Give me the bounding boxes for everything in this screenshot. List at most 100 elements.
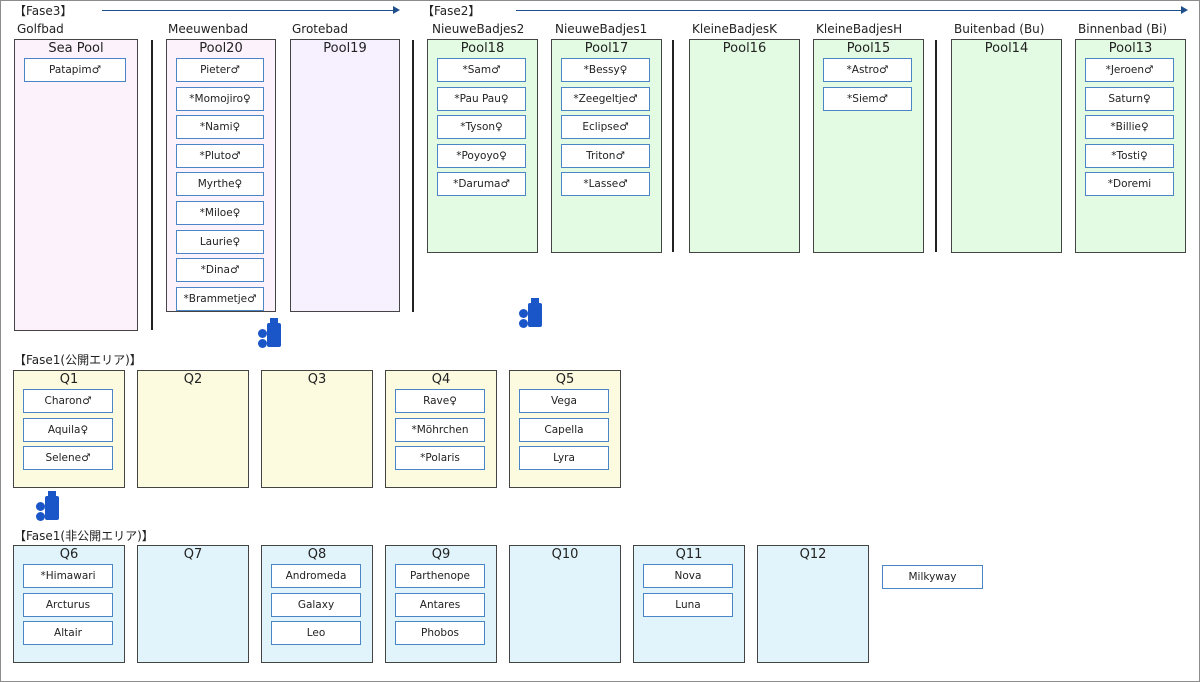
animal-card[interactable]: Charon♂ [23,389,113,413]
animal-card[interactable]: *Tosti♀ [1085,143,1174,168]
animal-card[interactable]: Selene♂ [23,446,113,471]
animal-card[interactable]: *Zeegeltje♂ [561,86,650,111]
group-divider [672,40,674,252]
phase-3-arrowhead [393,6,400,14]
animal-card[interactable]: *Poyoyo♀ [437,143,526,168]
animal-card[interactable]: *Pau Pau♀ [437,86,526,111]
group-divider [935,40,937,252]
animal-card[interactable]: Patapim♂ [24,58,126,82]
animal-card[interactable]: Laurie♀ [176,229,264,254]
pool-16[interactable]: Pool16 [689,39,800,253]
animal-card[interactable]: *Jeroen♂ [1085,58,1174,82]
animal-card[interactable]: Leo [271,621,361,646]
phase-2-arrowhead [1181,6,1188,14]
animal-card[interactable]: *Lasse♂ [561,172,650,197]
animal-card[interactable]: Andromeda [271,564,361,588]
group-label-kleinebadjesh: KleineBadjesH [816,22,903,36]
camera-icon [257,317,285,351]
pool-title: Pool14 [984,41,1029,56]
animal-card[interactable]: *Billie♀ [1085,115,1174,140]
group-label-golfbad: Golfbad [17,22,64,36]
animal-card[interactable]: Altair [23,621,113,646]
animal-card[interactable]: *Siem♂ [823,86,912,111]
animal-card[interactable]: Galaxy [271,592,361,617]
animal-card[interactable]: *Polaris [395,446,485,471]
group-label-buitenbad: Buitenbad (Bu) [954,22,1045,36]
pool-18[interactable]: Pool18*Sam♂*Pau Pau♀*Tyson♀*Poyoyo♀*Daru… [427,39,538,253]
animal-card[interactable]: *Brammetje♂ [176,286,264,311]
animal-card[interactable]: Triton♂ [561,143,650,168]
pool-19[interactable]: Pool19 [290,39,400,312]
animal-card[interactable]: *Astro♂ [823,58,912,82]
pool-q10[interactable]: Q10 [509,545,621,663]
animal-card[interactable]: *Momojiro♀ [176,86,264,111]
animal-card[interactable]: Phobos [395,621,485,646]
pool-q3[interactable]: Q3 [261,370,373,488]
animal-card[interactable]: Saturn♀ [1085,86,1174,111]
pool-title: Sea Pool [48,41,104,56]
phase-2-label: 【Fase2】 [422,4,481,18]
animal-card[interactable]: *Doremi [1085,172,1174,197]
pool-title: Q8 [307,547,327,562]
animal-card[interactable]: Pieter♂ [176,58,264,82]
camera-icon [518,297,546,331]
animal-card[interactable]: *Pluto♂ [176,143,264,168]
animal-card[interactable]: *Daruma♂ [437,172,526,197]
animal-card[interactable]: Luna [643,592,733,617]
animal-card[interactable]: *Sam♂ [437,58,526,82]
group-label-nieuwebadjes1: NieuweBadjes1 [555,22,648,36]
pool-17[interactable]: Pool17*Bessy♀*Zeegeltje♂Eclipse♂Triton♂*… [551,39,662,253]
animal-card[interactable]: Parthenope [395,564,485,588]
animal-card[interactable]: Lyra [519,446,609,471]
animal-card[interactable]: Eclipse♂ [561,115,650,140]
group-label-binnenbad: Binnenbad (Bi) [1078,22,1168,36]
group-label-kleinebadjesk: KleineBadjesK [692,22,777,36]
pool-title: Q7 [183,547,203,562]
pool-title: Pool20 [199,41,243,56]
animal-card[interactable]: *Miloe♀ [176,201,264,225]
group-divider [151,40,153,330]
animal-card[interactable]: Rave♀ [395,389,485,413]
pool-15[interactable]: Pool15*Astro♂*Siem♂ [813,39,924,253]
phase-2-arrow [516,10,1182,11]
pool-q7[interactable]: Q7 [137,545,249,663]
animal-card[interactable]: *Dina♂ [176,258,264,283]
pool-title: Q12 [799,547,827,562]
animal-card[interactable]: Antares [395,592,485,617]
pool-14[interactable]: Pool14 [951,39,1062,253]
animal-card[interactable]: Arcturus [23,592,113,617]
animal-card[interactable]: *Bessy♀ [561,58,650,82]
pool-title: Q1 [59,372,79,387]
pool-title: Q2 [183,372,203,387]
animal-card[interactable]: Nova [643,564,733,588]
animal-card[interactable]: *Möhrchen [395,417,485,442]
animal-card-milkyway[interactable]: Milkyway [882,565,983,589]
animal-card[interactable]: Aquila♀ [23,417,113,442]
pool-title: Q4 [431,372,451,387]
pool-13[interactable]: Pool13*Jeroen♂Saturn♀*Billie♀*Tosti♀*Dor… [1075,39,1186,253]
phase-3-label: 【Fase3】 [14,4,73,18]
pool-title: Q6 [59,547,79,562]
phase-1-public-label: 【Fase1(公開エリア)】 [14,353,142,367]
animal-card[interactable]: Vega [519,389,609,413]
animal-card[interactable]: *Nami♀ [176,115,264,140]
animal-card[interactable]: *Himawari [23,564,113,588]
animal-card[interactable]: Capella [519,417,609,442]
group-label-nieuwebadjes2: NieuweBadjes2 [432,22,525,36]
camera-icon [35,490,63,524]
animal-card[interactable]: *Tyson♀ [437,115,526,140]
animal-card[interactable]: Myrthe♀ [176,172,264,197]
pool-q12[interactable]: Q12 [757,545,869,663]
group-divider [412,40,414,312]
pool-q2[interactable]: Q2 [137,370,249,488]
